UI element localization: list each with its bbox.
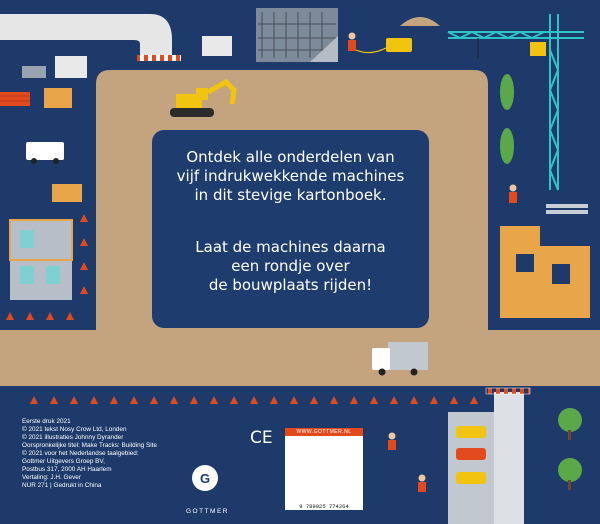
- cones-left: [6, 214, 88, 320]
- colophon-line: © 2021 illustraties Johnny Dyrander: [22, 434, 124, 441]
- blurb-line-3: in dit stevige kartonboek.: [194, 186, 387, 204]
- logo-letter: G: [200, 471, 210, 486]
- blurb-line-5: een rondje over: [231, 257, 350, 275]
- isbn-number: 9 789025 774264: [299, 503, 349, 510]
- ce-mark: CE: [250, 428, 273, 448]
- colophon-line: © 2021 voor het Nederlandse taalgebied:: [22, 450, 139, 457]
- colophon-line: Vertaling: J.H. Gever: [22, 474, 81, 481]
- publisher-name: GOTTMER: [186, 508, 229, 515]
- barcode-url-label: WWW.GOTTMER.NL: [285, 428, 363, 436]
- crane: [447, 14, 584, 191]
- compressor: [386, 38, 412, 52]
- parking-garage: [448, 387, 531, 524]
- excavator: [170, 78, 237, 117]
- brick-pallet: [44, 88, 72, 108]
- truck: [372, 342, 428, 376]
- worker-shovel: [509, 184, 517, 192]
- grey-road: [0, 14, 172, 58]
- tree: [500, 128, 514, 164]
- dirt-pile: [400, 17, 440, 26]
- publisher-logo: [192, 465, 218, 491]
- text-panel: [152, 130, 429, 328]
- colophon-line: Postbus 317, 2000 AH Haarlem: [22, 466, 112, 473]
- van-left: [26, 142, 64, 164]
- colophon-line: NUR 271 | Gedrukt in China: [22, 482, 102, 489]
- colophon: Eerste druk 2021 © 2021 tekst Nosy Crow …: [22, 418, 157, 490]
- colophon-line: Eerste druk 2021: [22, 418, 71, 425]
- pallet-boxes: [202, 36, 232, 56]
- pipes: [0, 92, 30, 106]
- crane-cabin: [530, 42, 546, 56]
- barcode: [285, 428, 363, 510]
- blurb-line-4: Laat de machines daarna: [195, 238, 386, 256]
- tree: [558, 408, 582, 432]
- blurb-line-1: Ontdek alle onderdelen van: [186, 148, 395, 166]
- pallet-boxes-left: [55, 56, 87, 78]
- cones-bottom: [30, 396, 478, 404]
- colophon-line: Oorspronkelijke titel: Make Tracks: Buil…: [22, 442, 157, 449]
- worker-walking: [388, 432, 396, 440]
- worker-top: [348, 32, 356, 40]
- bottom-road: [0, 330, 600, 386]
- tree: [500, 74, 514, 110]
- blurb-line-6: de bouwplaats rijden!: [208, 276, 373, 294]
- blurb-line-2: vijf indrukwekkende machines: [176, 167, 405, 185]
- brick-pallet-2: [52, 184, 82, 202]
- worker-walking: [418, 474, 426, 482]
- colophon-line: © 2021 tekst Nosy Crow Ltd, Londen: [22, 426, 127, 433]
- colophon-line: Gottmer Uitgevers Groep BV,: [22, 458, 105, 465]
- tree: [558, 458, 582, 482]
